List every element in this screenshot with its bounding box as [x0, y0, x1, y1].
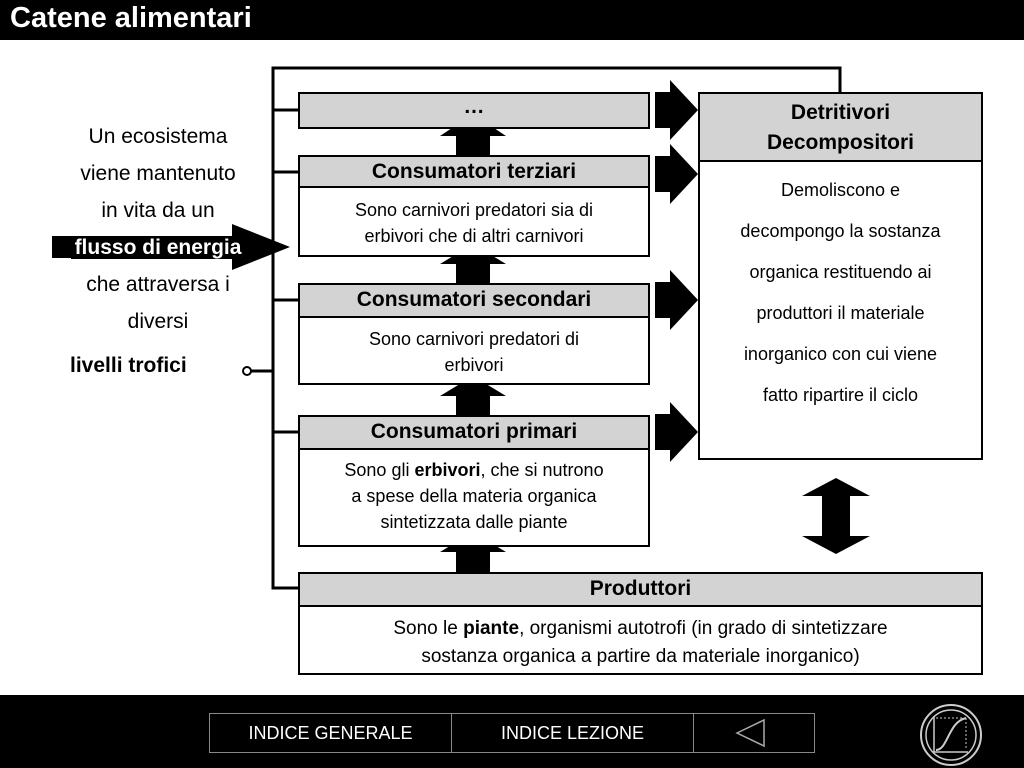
top-level-header: …: [298, 92, 650, 129]
lesson-index-button[interactable]: INDICE LEZIONE: [451, 713, 694, 753]
plants-term: piante: [463, 618, 520, 639]
detritivores-desc-line-1: Demoliscono e: [780, 180, 901, 200]
right-arrow-primary: [655, 402, 698, 462]
detritivores-title-1: Detritivori: [790, 101, 891, 124]
trophic-pointer-dot: [242, 366, 252, 376]
secondary-consumers-header: Consumatori secondari: [298, 283, 650, 318]
back-triangle-icon: [735, 718, 765, 748]
primary-desc-line-1: Sono gli erbivori, che si nutrono: [344, 460, 604, 480]
intro-line-5: che attraversa i: [86, 273, 230, 296]
primary-desc-line-2: a spese della materia organica: [351, 486, 597, 506]
primary-consumers-desc: Sono gli erbivori, che si nutrono a spes…: [300, 457, 648, 535]
intro-line-3: in vita da un: [101, 199, 215, 222]
detritivores-desc: Demoliscono e decompongo la sostanza org…: [700, 170, 981, 416]
up-arrow-secondary: [440, 376, 506, 416]
intro-line-1: Un ecosistema: [88, 125, 228, 148]
title-bar: [0, 0, 1024, 40]
tertiary-desc-line-1: Sono carnivori predatori sia di: [354, 200, 594, 220]
detritivores-title-2: Decompositori: [766, 131, 915, 154]
intro-line-6: diversi: [127, 310, 189, 333]
detritivores-desc-line-2: decompongo la sostanza: [740, 221, 941, 241]
trophic-levels-label: livelli trofici: [70, 354, 187, 377]
secondary-consumers-desc: Sono carnivori predatori di erbivori: [300, 326, 648, 378]
right-arrow-top: [655, 80, 698, 140]
primary-desc-line-3: sintetizzata dalle piante: [380, 512, 568, 532]
detritivores-header: Detritivori Decompositori: [698, 92, 983, 162]
general-index-button[interactable]: INDICE GENERALE: [209, 713, 452, 753]
right-arrow-secondary: [655, 270, 698, 330]
secondary-desc-line-1: Sono carnivori predatori di: [368, 329, 580, 349]
page-title: Catene alimentari: [10, 2, 252, 34]
intro-line-2: viene mantenuto: [80, 162, 236, 185]
bracket-line: [271, 66, 842, 590]
right-arrow-tertiary: [655, 144, 698, 204]
producers-desc: Sono le piante, organismi autotrofi (in …: [300, 615, 981, 671]
producers-desc-line-2: sostanza organica a partire da materiale…: [421, 646, 860, 667]
tertiary-consumers-desc: Sono carnivori predatori sia di erbivori…: [300, 197, 648, 249]
double-arrow: [802, 478, 870, 554]
intro-text: Un ecosistema viene mantenuto in vita da…: [40, 118, 276, 340]
primary-consumers-header: Consumatori primari: [298, 415, 650, 450]
back-button[interactable]: [693, 713, 815, 753]
tertiary-consumers-header: Consumatori terziari: [298, 155, 650, 188]
detritivores-desc-line-3: organica restituendo ai: [749, 262, 932, 282]
tertiary-desc-line-2: erbivori che di altri carnivori: [364, 226, 584, 246]
detritivores-desc-line-4: produttori il materiale: [756, 303, 925, 323]
herbivores-term: erbivori: [414, 460, 481, 480]
detritivores-desc-line-5: inorganico con cui viene: [743, 344, 938, 364]
secondary-desc-line-2: erbivori: [444, 355, 504, 375]
curve-logo-icon[interactable]: [918, 702, 984, 768]
energy-flow-label: flusso di energia: [70, 236, 246, 259]
detritivores-desc-line-6: fatto ripartire il ciclo: [762, 385, 919, 405]
producers-header: Produttori: [298, 572, 983, 607]
up-arrow-top: [440, 114, 506, 156]
producers-desc-line-1: Sono le piante, organismi autotrofi (in …: [393, 618, 888, 639]
